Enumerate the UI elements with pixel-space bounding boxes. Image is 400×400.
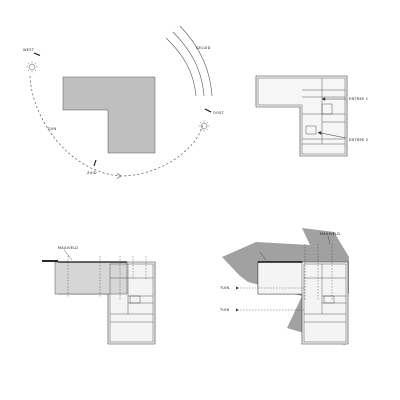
label-geluid: GELUID xyxy=(196,46,211,50)
label-west: WEST xyxy=(23,48,35,52)
label-zuid: ZUID xyxy=(87,171,97,175)
plan-outline xyxy=(255,75,348,157)
entrance-plan xyxy=(255,75,348,157)
east-tick xyxy=(204,108,212,113)
tuin-arrow-lower-icon xyxy=(236,308,239,312)
label-entree-1: ENTREE 1 xyxy=(349,97,368,101)
label-tuin: TUIN xyxy=(46,127,56,131)
label-tuin-lower: TUIN xyxy=(219,308,229,312)
entree-2-arrow-icon xyxy=(317,131,347,139)
label-maaiveld-left: MAAIVELD xyxy=(58,246,78,250)
entree-1-arrow-icon xyxy=(321,97,346,101)
shadow-plan xyxy=(222,228,349,345)
west-tick xyxy=(33,52,41,57)
label-tuin-upper: TUIN xyxy=(219,286,229,290)
site-diagram: WEST GELUID OOST TUIN ZUID xyxy=(23,25,225,179)
maaiveld-plan xyxy=(42,249,156,345)
building-footprint xyxy=(62,76,156,154)
sun-icon-east xyxy=(198,120,210,132)
label-maaiveld-right: MAAIVELD xyxy=(320,232,340,236)
sun-path-arc xyxy=(29,75,204,177)
tuin-arrow-upper-icon xyxy=(236,286,239,290)
south-tick xyxy=(93,159,97,167)
label-entree-2: ENTREE 2 xyxy=(349,138,368,142)
label-oost: OOST xyxy=(213,111,225,115)
sun-icon-west xyxy=(26,61,38,73)
sun-path-arrow-icon xyxy=(116,173,122,179)
sound-waves-icon xyxy=(165,25,213,97)
